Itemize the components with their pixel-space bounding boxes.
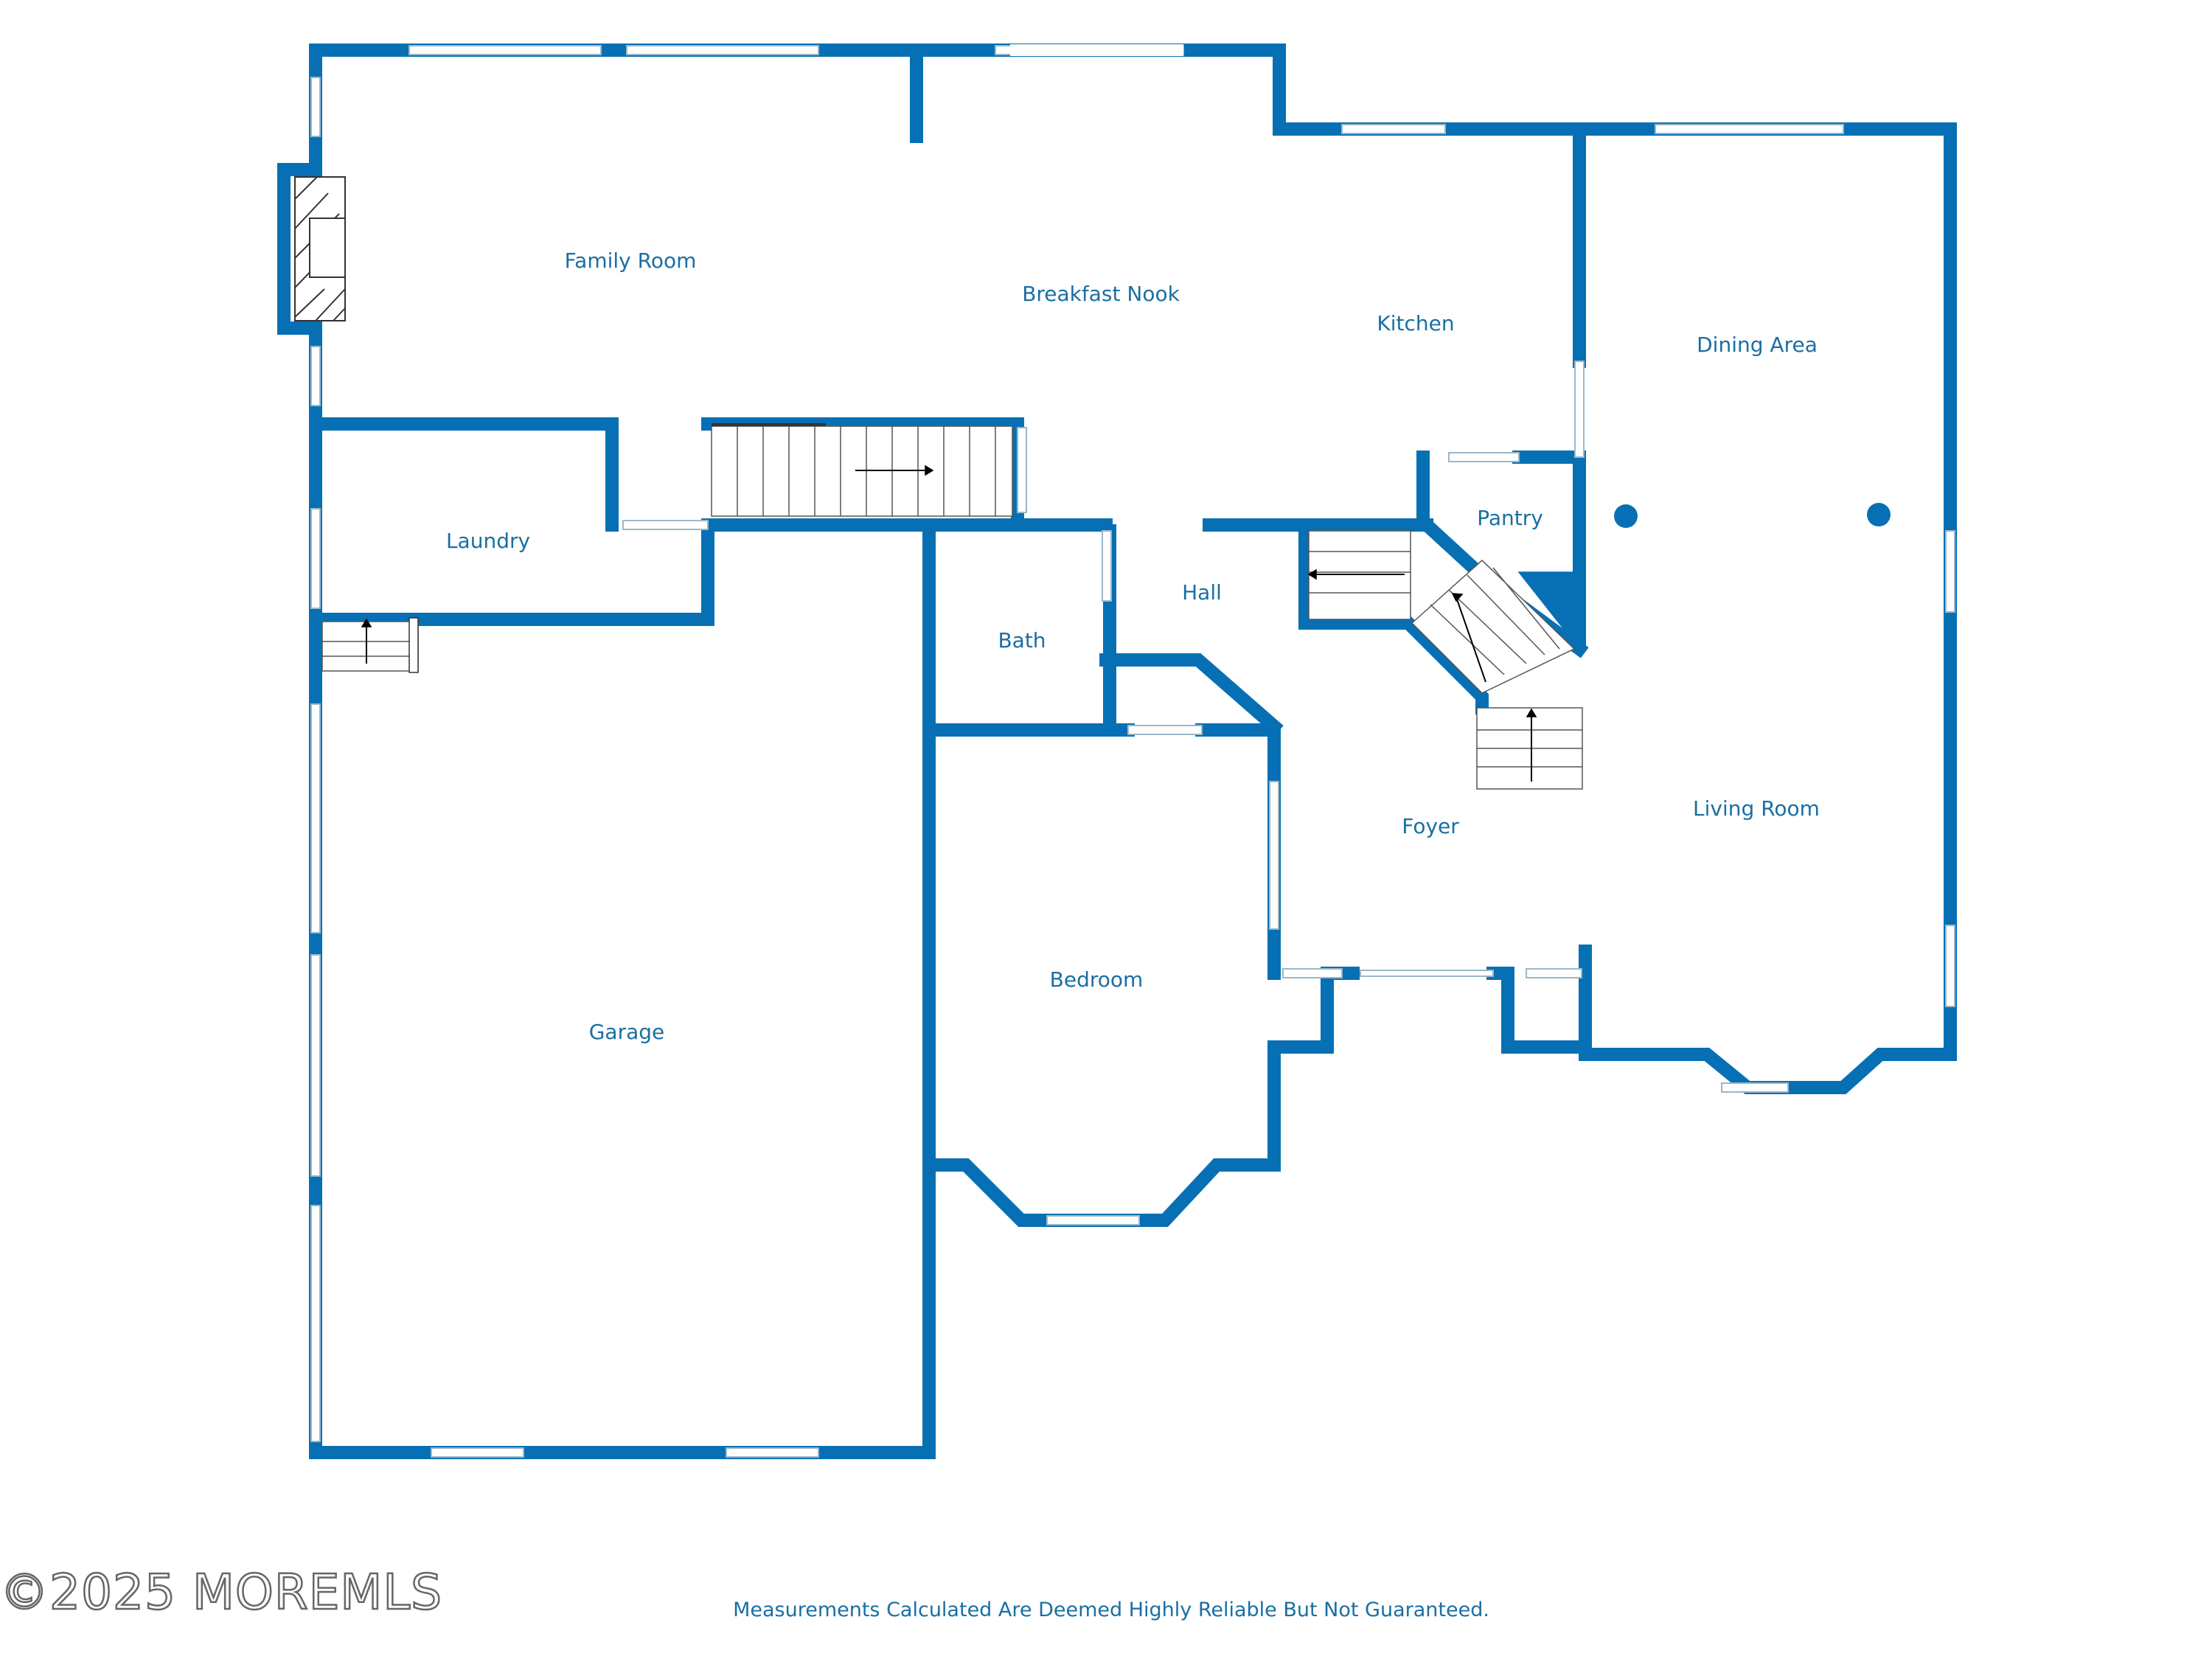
- room-label-kitchen: Kitchen: [1377, 311, 1454, 335]
- disclaimer: Measurements Calculated Are Deemed Highl…: [733, 1599, 1489, 1621]
- room-label-family-room: Family Room: [565, 248, 697, 273]
- stairs: [321, 423, 1583, 790]
- room-label-pantry: Pantry: [1477, 506, 1543, 530]
- room-label-breakfast-nook: Breakfast Nook: [1022, 282, 1180, 306]
- room-label-living-room: Living Room: [1693, 796, 1820, 821]
- room-label-laundry: Laundry: [446, 529, 530, 553]
- room-label-dining-area: Dining Area: [1697, 333, 1818, 357]
- room-label-foyer: Foyer: [1402, 814, 1459, 838]
- room-label-hall: Hall: [1182, 580, 1222, 605]
- columns: [1614, 503, 1891, 528]
- column: [1614, 504, 1638, 528]
- room-label-bedroom: Bedroom: [1050, 967, 1144, 992]
- column: [1867, 503, 1891, 526]
- room-label-bath: Bath: [998, 628, 1046, 653]
- room-label-garage: Garage: [589, 1020, 665, 1044]
- watermark: ©2025 MOREMLS: [0, 1564, 442, 1621]
- walls: [277, 44, 1957, 1459]
- windows: [310, 44, 1955, 1458]
- room-labels: Family Room Breakfast Nook Kitchen Dinin…: [446, 248, 1820, 1044]
- fireplace: [294, 176, 346, 321]
